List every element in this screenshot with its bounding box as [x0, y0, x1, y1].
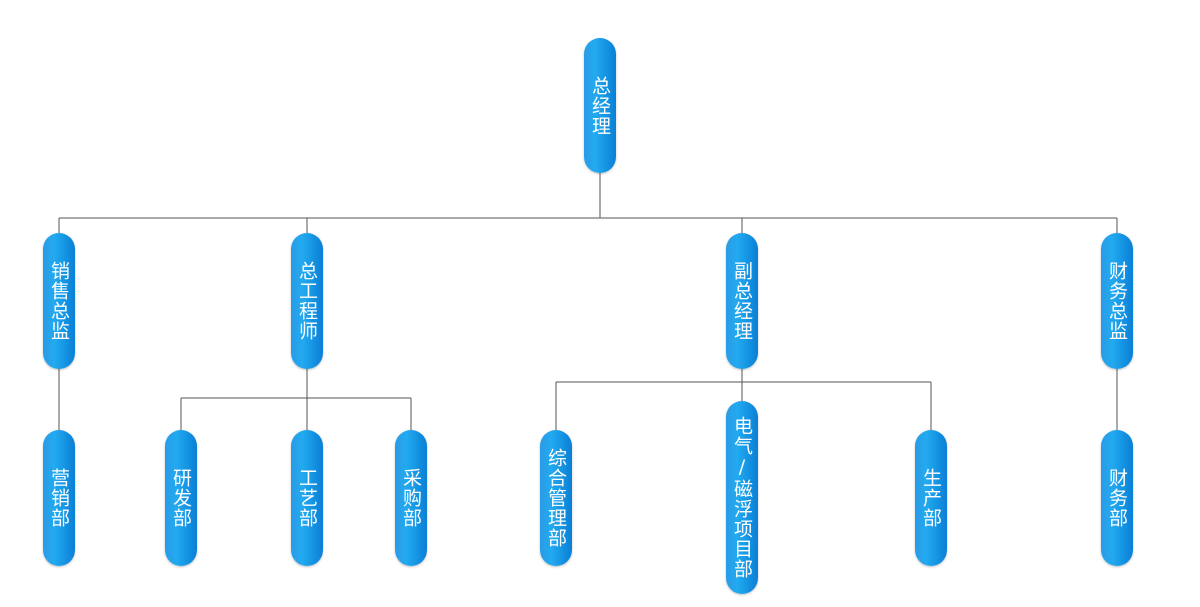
node-label: 生产部 — [920, 468, 942, 528]
node-label: 工艺部 — [296, 468, 318, 528]
node-label: 副总经理 — [731, 261, 753, 341]
node-label: 总经理 — [589, 75, 611, 136]
node-marketing-dept: 营销部 — [43, 430, 75, 566]
node-rd-dept: 研发部 — [165, 430, 197, 566]
node-label: 研发部 — [170, 468, 192, 528]
node-electric-maglev-project-dept: 电气/磁浮项目部 — [726, 401, 758, 594]
node-label: 财务部 — [1106, 468, 1128, 528]
node-label: 销售总监 — [48, 261, 70, 341]
node-deputy-general-manager: 副总经理 — [726, 233, 758, 369]
node-admin-dept: 综合管理部 — [540, 430, 572, 566]
node-label: 营销部 — [48, 468, 70, 528]
node-sales-director: 销售总监 — [43, 233, 75, 369]
node-label: 综合管理部 — [545, 448, 567, 548]
node-label: 总工程师 — [296, 261, 318, 341]
node-finance-director: 财务总监 — [1101, 233, 1133, 369]
node-label: 采购部 — [400, 468, 422, 528]
node-general-manager: 总经理 — [584, 38, 616, 173]
node-production-dept: 生产部 — [915, 430, 947, 566]
node-label: 电气/磁浮项目部 — [731, 416, 753, 579]
node-chief-engineer: 总工程师 — [291, 233, 323, 369]
node-process-dept: 工艺部 — [291, 430, 323, 566]
node-purchasing-dept: 采购部 — [395, 430, 427, 566]
node-label: 财务总监 — [1106, 261, 1128, 341]
node-finance-dept: 财务部 — [1101, 430, 1133, 566]
